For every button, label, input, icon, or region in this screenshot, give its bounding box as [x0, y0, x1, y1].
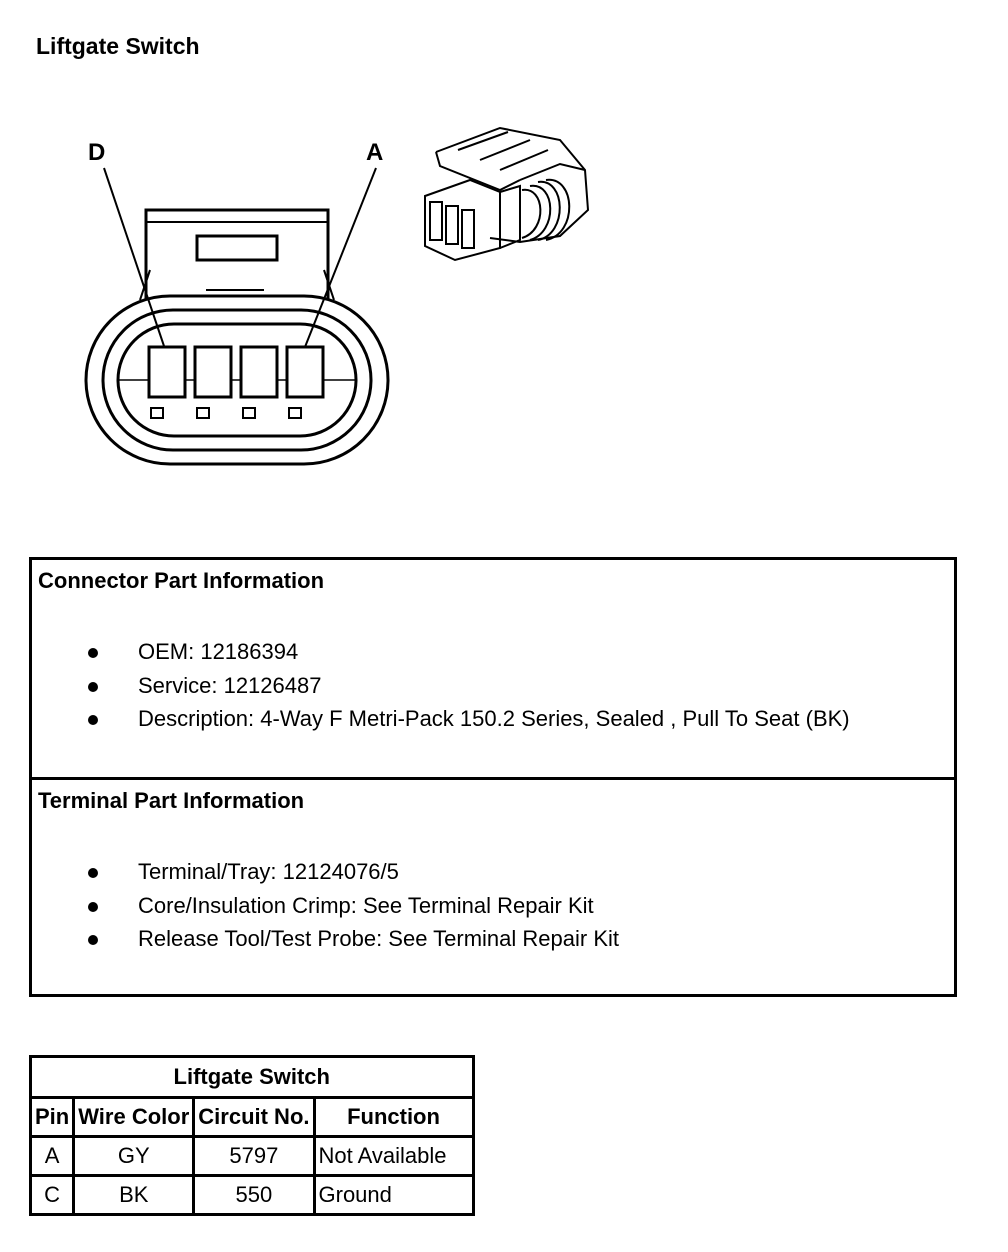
bullet-icon: [88, 868, 98, 878]
callout-letter-a: A: [366, 139, 383, 166]
wire-color-cell: BK: [72, 1174, 196, 1216]
column-header: Wire Color: [72, 1096, 196, 1138]
table-header-row: Pin Wire Color Circuit No. Function: [28, 1096, 475, 1138]
connector-isometric-view: [424, 126, 590, 262]
connector-oem: OEM: 12186394: [138, 639, 299, 664]
page-title: Liftgate Switch: [36, 33, 200, 59]
bullet-icon: [88, 935, 98, 945]
circuit-cell: 5797: [192, 1135, 316, 1177]
cavity-b: [239, 345, 279, 399]
terminal-tray: Terminal/Tray: 12124076/5: [138, 859, 399, 884]
wire-color-cell: GY: [72, 1135, 196, 1177]
cavity-c: [193, 345, 233, 399]
bullet-icon: [88, 648, 98, 658]
table-title-row: Liftgate Switch: [29, 1055, 475, 1099]
callout-letter-d: D: [88, 139, 105, 166]
connector-info-heading: Connector Part Information: [38, 568, 325, 593]
cavity-a: [285, 345, 325, 399]
terminal-crimp: Core/Insulation Crimp: See Terminal Repa…: [138, 892, 594, 918]
terminal-info-heading: Terminal Part Information: [38, 788, 305, 813]
pin-table-title: Liftgate Switch: [29, 1055, 475, 1099]
circuit-cell: 550: [192, 1174, 316, 1216]
part-information-box: Connector Part Information OEM: 12186394…: [29, 557, 957, 997]
table-row: A GY 5797 Not Available: [28, 1135, 475, 1177]
pin-cell: C: [28, 1174, 76, 1216]
bullet-icon: [88, 681, 98, 692]
connector-diagram: D A: [84, 126, 590, 466]
column-header: Pin: [28, 1096, 76, 1138]
column-header: Function: [312, 1096, 475, 1138]
connector-part-information: Connector Part Information OEM: 12186394…: [32, 560, 954, 780]
terminal-release-tool: Release Tool/Test Probe: See Terminal Re…: [138, 926, 619, 951]
bullet-icon: [88, 901, 98, 912]
connector-description: Description: 4-Way F Metri-Pack 150.2 Se…: [138, 706, 850, 731]
leader-line-a: [302, 167, 377, 353]
cavity-d: [147, 345, 187, 399]
leader-line-d: [103, 167, 167, 353]
column-header: Circuit No.: [192, 1096, 316, 1138]
pin-cell: A: [28, 1135, 76, 1177]
function-cell: Not Available: [312, 1135, 475, 1177]
terminal-part-information: Terminal Part Information Terminal/Tray:…: [32, 780, 954, 994]
connector-front-view: [84, 208, 390, 466]
table-row: C BK 550 Ground: [28, 1174, 475, 1216]
connector-service: Service: 12126487: [138, 672, 322, 698]
bullet-icon: [88, 715, 98, 725]
function-cell: Ground: [312, 1174, 475, 1216]
pin-table: Liftgate Switch Pin Wire Color Circuit N…: [28, 1055, 475, 1216]
